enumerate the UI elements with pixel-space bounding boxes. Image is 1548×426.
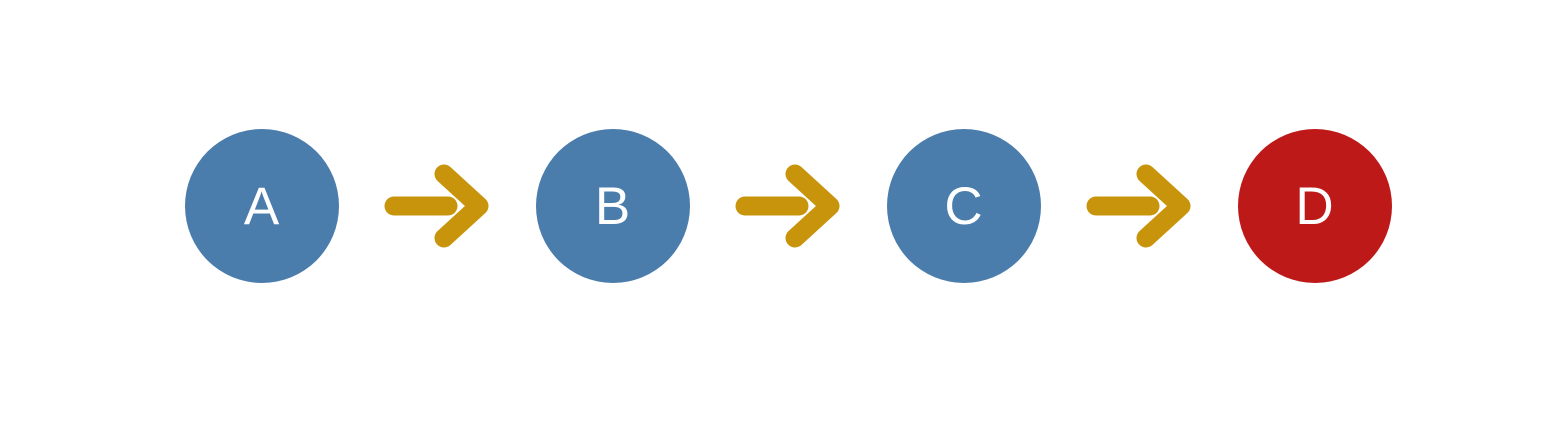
node-d: D xyxy=(1237,129,1392,283)
node-a-label: A xyxy=(243,176,280,236)
arrow-right-icon xyxy=(735,162,842,250)
node-b: B xyxy=(535,129,690,283)
node-b-label: B xyxy=(594,176,631,236)
flow-row: A B C D xyxy=(184,129,1392,283)
node-d-label: D xyxy=(1295,176,1334,236)
node-a: A xyxy=(184,129,339,283)
arrow-right-icon xyxy=(384,162,491,250)
node-c: C xyxy=(886,129,1041,283)
arrow-right-icon xyxy=(1086,162,1193,250)
node-c-label: C xyxy=(944,176,983,236)
